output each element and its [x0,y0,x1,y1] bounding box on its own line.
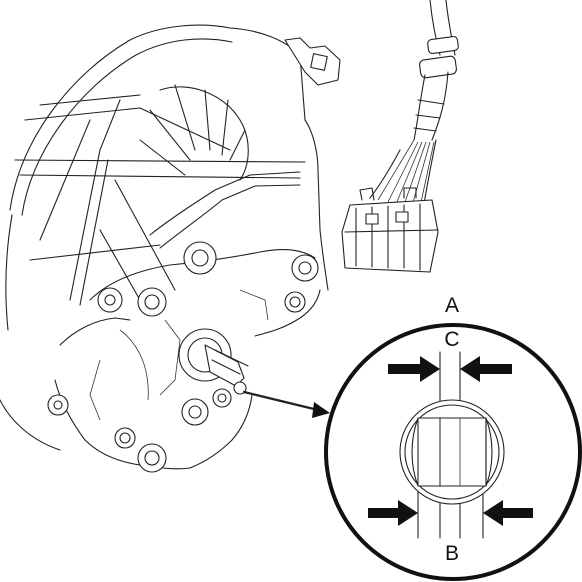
manual-shaft [417,417,487,487]
bolt-boss [114,427,136,449]
transmission-housing [0,24,341,473]
bolt-boss [284,291,306,313]
label-b: B [445,542,459,565]
manual-shaft-boss [178,328,249,395]
wiring-harness [369,0,459,208]
bolt-boss [47,394,69,416]
bolt-boss [137,287,167,317]
electrical-connector [341,187,439,273]
bolt-boss [137,443,167,473]
bolt-boss [181,398,209,426]
detail-magnified-view: A C B [324,294,582,581]
bolt-boss [291,254,319,282]
detail-pointer-arrow [242,390,330,418]
label-a: A [445,294,459,317]
arrow-right-bottom [368,500,418,526]
bolt-boss [212,388,232,408]
arrow-left-top [460,356,512,382]
label-c: C [444,328,459,351]
arrow-right-top [388,356,440,382]
bolt-boss [97,287,123,313]
bolt-boss [183,241,217,275]
arrow-left-bottom [483,500,533,526]
